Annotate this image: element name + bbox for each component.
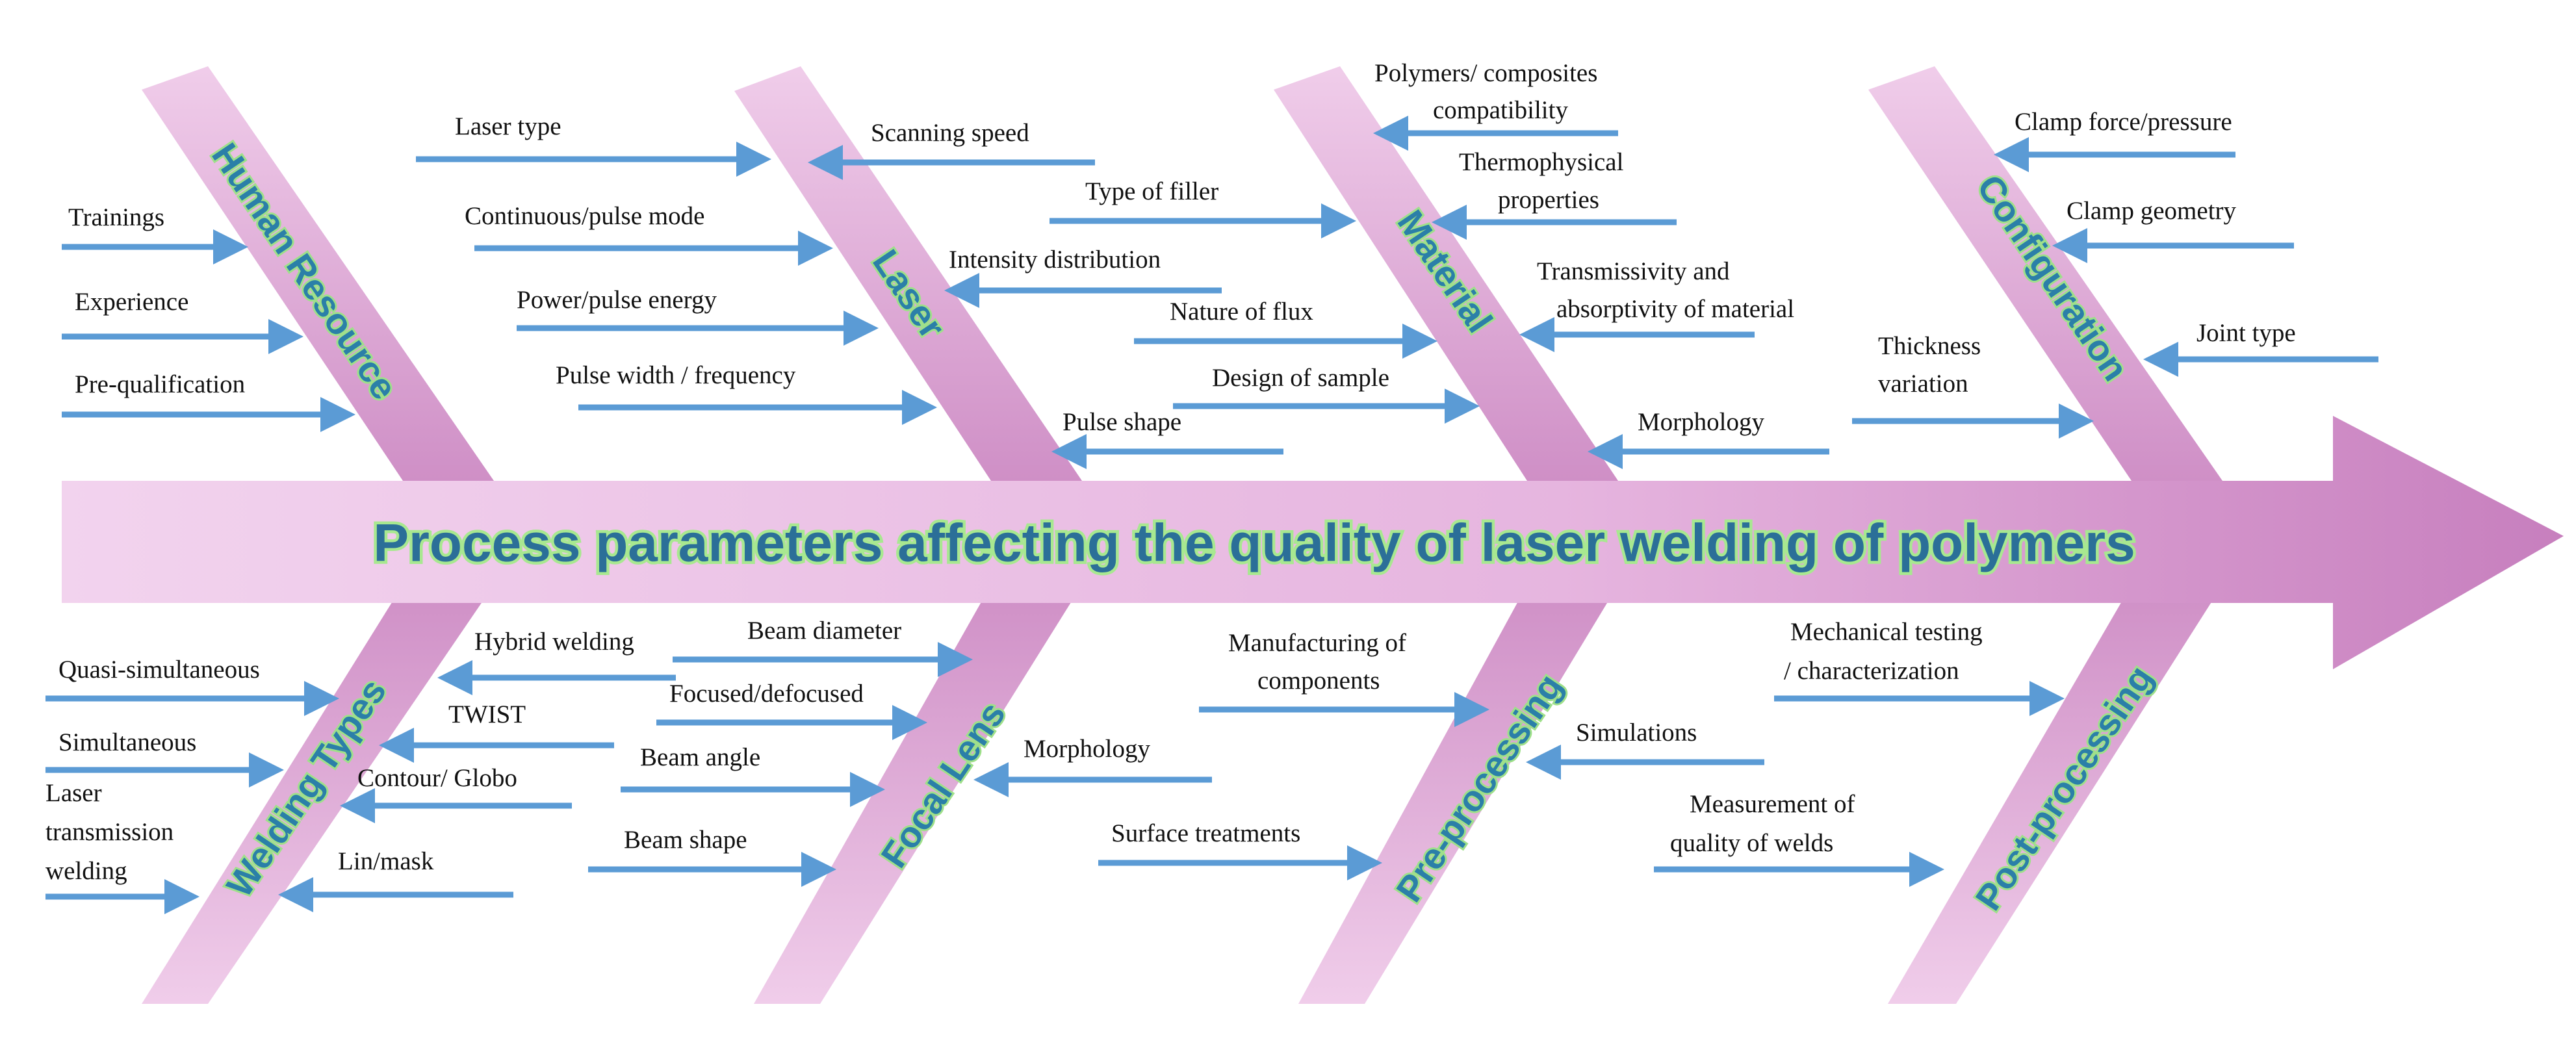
cause-measurement-of: Measurement of [1690, 790, 1855, 818]
cause-lin-mask: Lin/mask [338, 847, 434, 875]
bone-material [1274, 66, 1618, 481]
bone-post-processing [1888, 585, 2222, 1004]
cause-beam-angle: Beam angle [640, 743, 760, 771]
cause-pulse-shape: Pulse shape [1063, 408, 1181, 436]
cause-experience: Experience [75, 288, 188, 316]
cause-beam-diameter: Beam diameter [747, 617, 901, 645]
cause-morphology-material: Morphology [1638, 408, 1765, 436]
bone-focal-lens [754, 585, 1082, 1004]
cause-continuous-pulse-mode: Continuous/pulse mode [465, 202, 704, 230]
cause-pulse-width-frequency: Pulse width / frequency [556, 361, 796, 389]
cause-pre-qualification: Pre-qualification [75, 370, 245, 398]
cause-focused-defocused: Focused/defocused [669, 680, 864, 708]
cause-trainings: Trainings [68, 203, 164, 231]
cause-transmission: transmission [45, 818, 174, 846]
diagram-title: Process parameters affecting the quality… [373, 514, 2135, 573]
cause-laser: Laser [45, 779, 102, 807]
cause-welding: welding [45, 857, 127, 885]
cause-type-of-filler: Type of filler [1085, 177, 1218, 205]
cause-scanning-speed: Scanning speed [871, 119, 1029, 147]
cause-design-of-sample: Design of sample [1212, 364, 1389, 392]
cause-thickness: Thickness [1878, 332, 1981, 360]
cause-power-pulse-energy: Power/pulse energy [517, 286, 717, 314]
cause-morphology-lens: Morphology [1024, 735, 1151, 763]
branch-label-human-resource: Human Resource [204, 136, 406, 407]
cause-transmissivity: Transmissivity and [1537, 257, 1730, 285]
cause-thermophysical: Thermophysical [1459, 148, 1624, 176]
cause-simultaneous: Simultaneous [58, 728, 196, 756]
cause-joint-type: Joint type [2196, 319, 2296, 347]
cause-components: components [1257, 667, 1380, 695]
cause-beam-shape: Beam shape [624, 826, 747, 854]
cause-polymers-composites: Polymers/ composites [1374, 59, 1597, 87]
cause-quasi-simultaneous: Quasi-simultaneous [58, 656, 260, 684]
cause-contour-globo: Contour/ Globo [357, 764, 517, 792]
bone-pre-processing [1298, 585, 1618, 1004]
cause-twist: TWIST [448, 700, 526, 728]
cause-laser-type: Laser type [455, 112, 561, 140]
cause-clamp-geometry: Clamp geometry [2067, 197, 2237, 225]
cause-clamp-force-pressure: Clamp force/pressure [2015, 108, 2232, 136]
cause-hybrid-welding: Hybrid welding [474, 628, 634, 656]
cause-variation: variation [1878, 370, 1968, 398]
cause-nature-of-flux: Nature of flux [1170, 298, 1313, 326]
cause-quality-of-welds: quality of welds [1670, 829, 1833, 857]
cause-intensity-distribution: Intensity distribution [949, 246, 1161, 274]
cause-compatibility: compatibility [1433, 96, 1568, 124]
cause-absorptivity: absorptivity of material [1556, 295, 1794, 323]
bone-configuration [1868, 66, 2222, 481]
bone-human-resource [142, 66, 494, 481]
cause-mechanical-testing: Mechanical testing [1790, 618, 1983, 646]
cause-simulations: Simulations [1576, 719, 1697, 747]
cause-properties: properties [1498, 186, 1599, 214]
cause-characterization: / characterization [1784, 657, 1959, 685]
cause-manufacturing-of: Manufacturing of [1228, 629, 1406, 657]
cause-surface-treatments: Surface treatments [1111, 819, 1300, 847]
bone-welding-types [142, 585, 494, 1004]
spine-arrow [62, 416, 2564, 669]
